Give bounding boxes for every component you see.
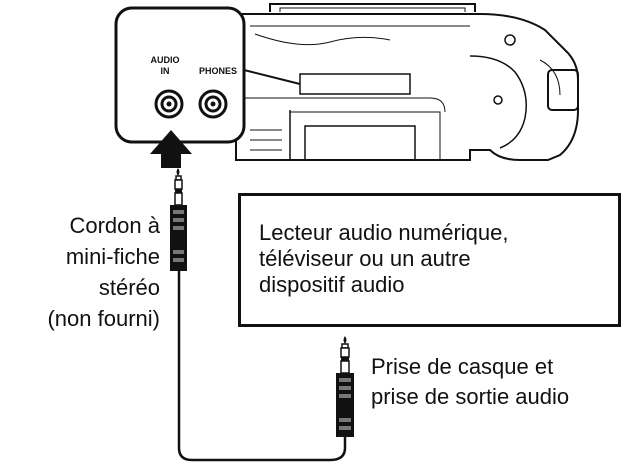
bottom-mini-plug (336, 336, 354, 437)
cord-label: Cordon à mini-fiche stéréo (non fourni) (0, 210, 160, 334)
audio-source-text: Lecteur audio numérique, téléviseur ou u… (259, 220, 509, 297)
phones-label: PHONES (199, 66, 237, 76)
jack-panel: AUDIO IN PHONES (114, 6, 301, 144)
headphone-jack-label: Prise de casque et prise de sortie audio (371, 354, 570, 409)
cord-label-text: Cordon à mini-fiche stéréo (non fourni) (47, 213, 160, 331)
svg-text:IN: IN (161, 66, 170, 76)
audio-in-jack (154, 89, 184, 119)
radio-device-illustration (235, 3, 579, 161)
top-mini-plug (170, 168, 187, 271)
audio-in-label: AUDIO (151, 55, 180, 65)
phones-jack (198, 89, 228, 119)
insert-arrow-icon (150, 130, 192, 168)
audio-cable (177, 271, 347, 462)
audio-source-box: Lecteur audio numérique, téléviseur ou u… (238, 193, 621, 327)
